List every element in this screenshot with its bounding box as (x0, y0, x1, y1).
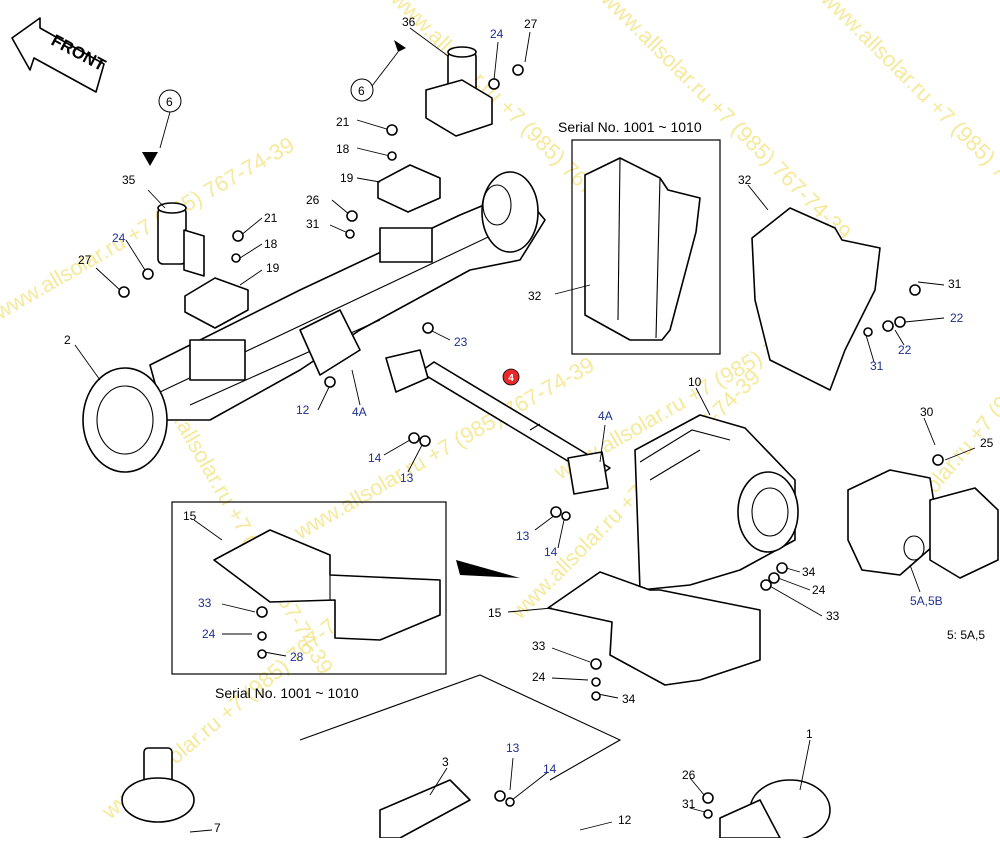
watermark-text: www.allsolar.ru +7 (985) 767-74-39 (816, 0, 1000, 245)
pivot-cylinder (157, 202, 205, 277)
note-label: 5: 5A,5 (947, 628, 985, 642)
callout-14: 14 (544, 545, 558, 559)
callout-3: 3 (442, 755, 449, 769)
callout-31: 31 (682, 797, 696, 811)
propeller-shaft (385, 349, 611, 495)
callout-32: 32 (738, 173, 752, 187)
inset-support-bracket: Serial No. 1001 ~ 1010 (558, 119, 721, 355)
callout-34: 34 (622, 692, 636, 706)
callout-15: 15 (183, 509, 197, 523)
callout-14: 14 (368, 451, 382, 465)
callout-25: 25 (980, 436, 994, 450)
lower-partial-parts (121, 747, 831, 841)
callout-13: 13 (400, 471, 414, 485)
view-arrow-marker (142, 152, 158, 166)
inset-caption-top: Serial No. 1001 ~ 1010 (558, 119, 702, 135)
mounting-pad (184, 277, 249, 329)
callout-13: 13 (506, 741, 520, 755)
callout-33: 33 (826, 609, 840, 623)
callout-33: 33 (532, 639, 546, 653)
callout-27: 27 (524, 17, 538, 31)
callout-27: 27 (78, 253, 92, 267)
lower-view-outline (299, 674, 622, 781)
mounting-pad (377, 164, 441, 213)
highlight-callout-badge (502, 368, 520, 386)
callout-24: 24 (532, 670, 546, 684)
callout-7: 7 (214, 821, 221, 835)
callout-22: 22 (898, 343, 912, 357)
inset-guard-plate: Serial No. 1001 ~ 1010 (171, 501, 447, 701)
callout-32: 32 (528, 289, 542, 303)
callout-28: 28 (290, 650, 304, 664)
support-bracket (751, 207, 881, 391)
callout-4A: 4A (352, 405, 367, 419)
front-arrow: FRONT (11, 17, 109, 93)
callout-26: 26 (306, 193, 320, 207)
callout-31: 31 (306, 217, 320, 231)
callout-19: 19 (266, 261, 280, 275)
callout-5A-5B: 5A,5B (910, 594, 943, 608)
callout-24: 24 (202, 627, 216, 641)
callout-12: 12 (618, 813, 632, 827)
callout-22: 22 (950, 311, 964, 325)
callout-6: 6 (166, 95, 173, 109)
callout-35: 35 (122, 173, 136, 187)
guard-plate (547, 571, 761, 686)
highlight-callout-number: 4 (508, 373, 514, 384)
callout-14: 14 (543, 762, 557, 776)
callout-10: 10 (688, 375, 702, 389)
callout-24: 24 (112, 231, 126, 245)
callout-30: 30 (920, 405, 934, 419)
callout-26: 26 (682, 768, 696, 782)
callout-1: 1 (806, 727, 813, 741)
callout-18: 18 (336, 142, 350, 156)
callout-21: 21 (336, 115, 350, 129)
callout-6: 6 (358, 84, 365, 98)
callout-36: 36 (402, 15, 416, 29)
callout-24: 24 (812, 583, 826, 597)
callout-24: 24 (490, 27, 504, 41)
callout-labels: 36 27 24 6 6 21 18 19 35 26 31 21 18 24 … (64, 15, 994, 835)
fastener-symbols (118, 64, 944, 819)
inset-caption-bottom: Serial No. 1001 ~ 1010 (215, 685, 359, 701)
view-arrow-marker (394, 40, 406, 52)
callout-4A: 4A (598, 409, 613, 423)
pivot-cylinder (425, 46, 493, 137)
callout-19: 19 (340, 171, 354, 185)
callout-2: 2 (64, 333, 71, 347)
view-reference-circle (350, 78, 374, 102)
leader-lines (74, 27, 976, 833)
callout-34: 34 (802, 565, 816, 579)
callout-31: 31 (948, 277, 962, 291)
view-arrow-marker (456, 560, 520, 578)
axle-assembly (82, 171, 546, 473)
callout-23: 23 (454, 335, 468, 349)
callout-15: 15 (488, 606, 502, 620)
callout-18: 18 (264, 237, 278, 251)
callout-33: 33 (198, 596, 212, 610)
transfer-gearbox (634, 414, 799, 591)
callout-12: 12 (296, 403, 310, 417)
callout-21: 21 (264, 211, 278, 225)
callout-31: 31 (870, 359, 884, 373)
drive-motor (847, 469, 999, 579)
callout-13: 13 (516, 529, 530, 543)
